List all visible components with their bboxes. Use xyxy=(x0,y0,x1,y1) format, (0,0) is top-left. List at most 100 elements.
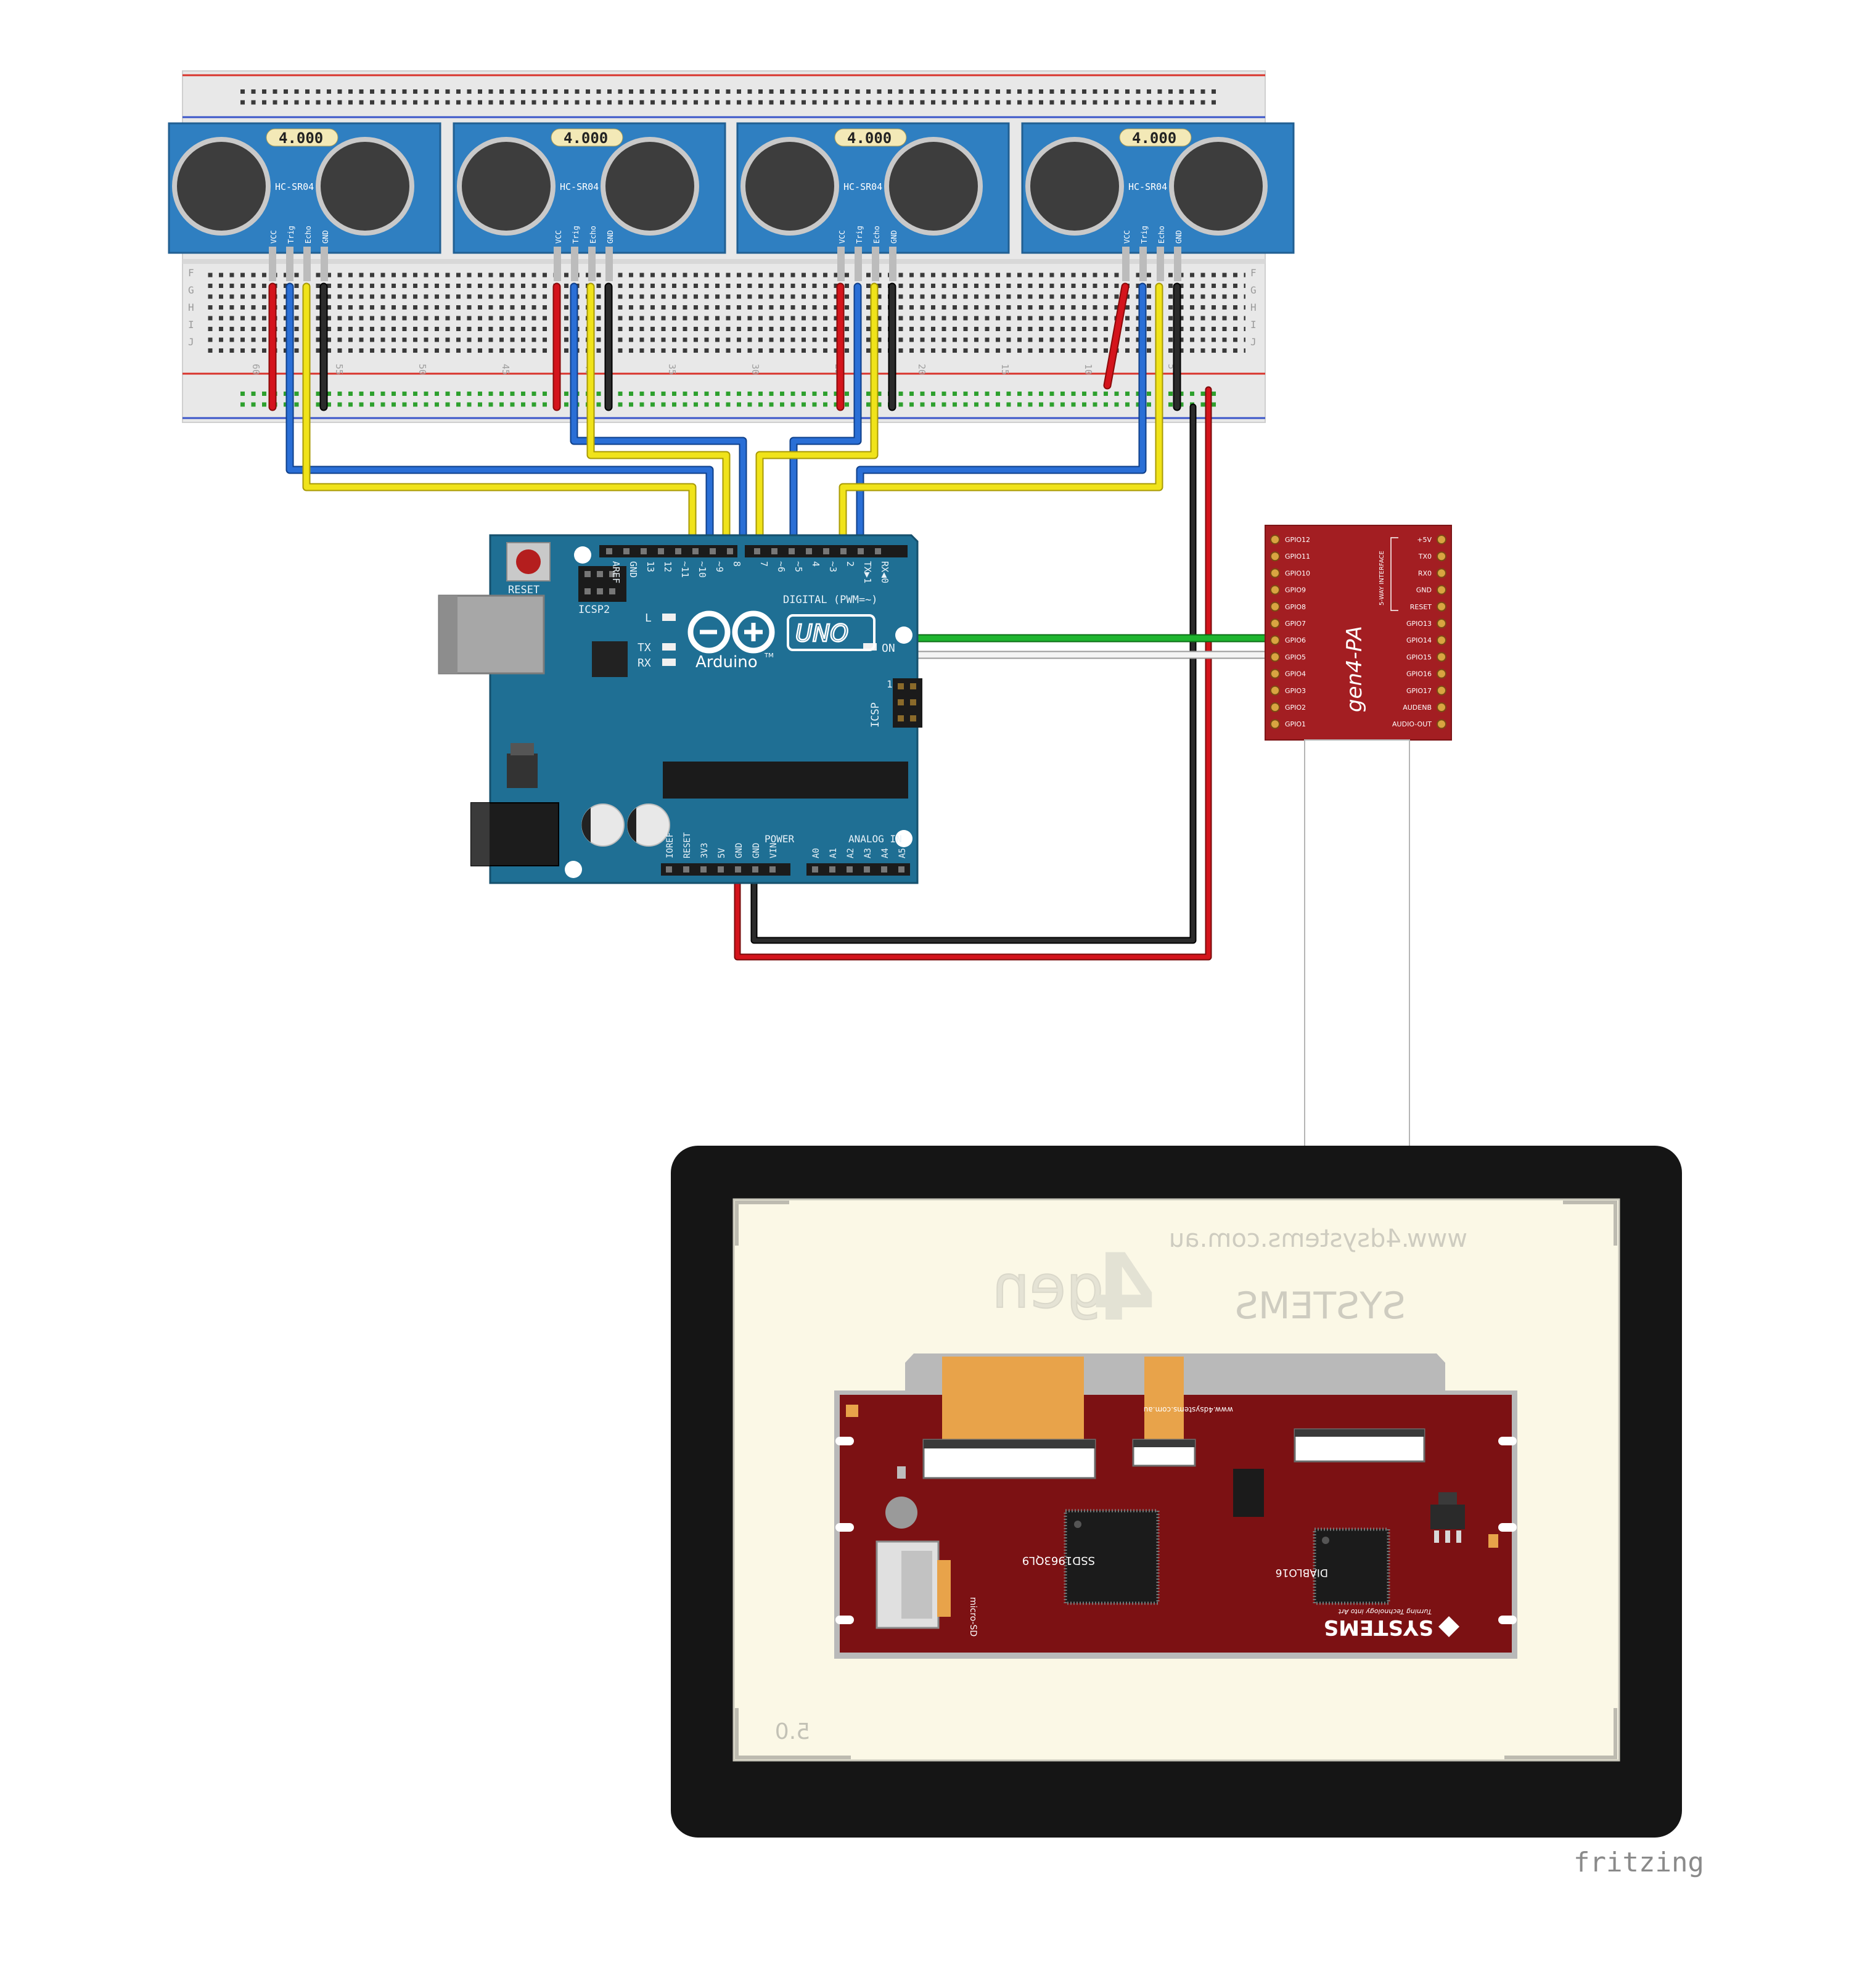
header-pin xyxy=(829,866,835,873)
sensor-pin xyxy=(605,247,613,281)
sensor-pin-label: Trig xyxy=(855,226,864,244)
gen4-pa-pin xyxy=(1437,601,1446,612)
gen4-pa-right-pin-label: GPIO14 xyxy=(1406,636,1432,644)
fritzing-logo: fritzing xyxy=(1573,1847,1704,1878)
dc-jack-face xyxy=(471,803,490,866)
header-pin xyxy=(864,866,870,873)
arduino-brand: Arduino xyxy=(695,653,758,672)
gen4-pa-left-pin-label: GPIO6 xyxy=(1285,636,1306,644)
wire-echo-yellow xyxy=(303,284,1162,552)
sensor-pin-label: GND xyxy=(890,230,898,244)
center-channel xyxy=(183,259,1265,264)
power-pin-label: GND xyxy=(752,843,761,858)
gen4-pa-pin xyxy=(1270,535,1280,544)
sensor-pin xyxy=(855,247,862,281)
digital-pin-label: 8 xyxy=(731,561,742,567)
sensor-pin-label: Echo xyxy=(1157,226,1166,244)
icsp-pin1-label: 1 xyxy=(887,678,893,690)
header-pin xyxy=(875,548,881,554)
sensor-pin-label: VCC xyxy=(269,230,278,244)
gen4-pa-pin xyxy=(1270,668,1280,679)
gen4-pa-right-pin-label: RESET xyxy=(1410,603,1432,611)
sensor-model-label: HC-SR04 xyxy=(275,181,314,192)
interface-bracket xyxy=(1390,537,1398,611)
crystal-label: 4.000 xyxy=(1132,129,1176,147)
analog-pin-label: A2 xyxy=(846,848,856,858)
analog-pin-label: A5 xyxy=(898,848,908,858)
header-pin xyxy=(823,548,829,554)
digital-pin-label: ~6 xyxy=(776,561,787,572)
digital-pin-label: AREF xyxy=(610,561,621,583)
watermark-url: www.4dsystems.com.au xyxy=(1169,1225,1467,1253)
mount-hole xyxy=(895,626,913,644)
gen4-pa-pin xyxy=(1437,551,1446,562)
sensor-pin-label: Echo xyxy=(872,226,881,244)
power-rail-top-holes xyxy=(234,85,1221,110)
gen4-pa-right-pin-label: TX0 xyxy=(1418,552,1432,561)
analog-label: ANALOG IN xyxy=(848,833,902,845)
gen4-pa-pin xyxy=(1437,719,1446,729)
pcb-marker xyxy=(846,1405,858,1417)
crystal xyxy=(1119,128,1192,147)
sensor-pin-label: Trig xyxy=(1140,226,1149,244)
wire-gnd-black xyxy=(321,284,1180,410)
voltage-regulator xyxy=(507,754,538,788)
crystal-label: 4.000 xyxy=(279,129,323,147)
gen4-pa-right-pin-label: GND xyxy=(1416,586,1432,594)
gen4-pa-title: gen4-PA xyxy=(1342,626,1367,712)
column-number: 55 xyxy=(334,364,345,375)
transducer xyxy=(745,142,834,231)
analog-pin-label: A4 xyxy=(880,848,890,858)
digital-pin-label: ~10 xyxy=(697,561,708,578)
header-pin xyxy=(700,866,707,873)
sd-label: micro-SD xyxy=(968,1597,978,1637)
size-label: 5.0 xyxy=(775,1719,810,1744)
column-number: 45 xyxy=(500,364,511,375)
row-letter: G xyxy=(188,284,194,296)
led-tx xyxy=(662,643,676,651)
analog-pin-label: A3 xyxy=(863,848,873,858)
row-letter: F xyxy=(188,267,194,279)
transducer xyxy=(605,142,694,231)
header-pin xyxy=(718,866,724,873)
gen4-pa-left-pin-label: GPIO7 xyxy=(1285,620,1306,628)
reset-button-cap[interactable] xyxy=(516,549,541,574)
gen4-pa-pin xyxy=(1270,551,1280,562)
digital-pin-label: 7 xyxy=(758,561,769,567)
gen4-pa-right-pin-label: GPIO16 xyxy=(1406,670,1432,678)
pcb-brand: SYSTEMS xyxy=(1324,1615,1433,1640)
column-number: 50 xyxy=(417,364,428,375)
gen4-pa-pin xyxy=(1437,535,1446,544)
gen4-pa-pin xyxy=(1270,702,1280,712)
gen4-display: gen 4 www.4dsystems.com.au SYSTEMS 5.0 xyxy=(671,1146,1682,1838)
gen4-pa-pin xyxy=(1437,652,1446,662)
sensor-pin xyxy=(588,247,596,281)
header-pin xyxy=(727,548,733,554)
gen4-pa-right-pin-label: AUDENB xyxy=(1403,704,1432,712)
digital-pin-label: ~3 xyxy=(827,561,839,572)
digital-pin-label: 12 xyxy=(662,561,673,572)
column-number: 35 xyxy=(666,364,678,375)
sensor-pin xyxy=(889,247,896,281)
gen4-pa-left-pin-label: GPIO10 xyxy=(1285,569,1310,577)
digital-label: DIGITAL (PWM=~) xyxy=(783,594,878,606)
power-rail-bottom-holes xyxy=(234,385,1221,410)
pcb-notches xyxy=(835,1437,1517,1624)
header-pin xyxy=(858,548,864,554)
header-pin xyxy=(675,548,681,554)
row-letter: I xyxy=(188,319,194,331)
chip1-label: SSD1963QL9 xyxy=(1022,1554,1095,1567)
sensor-pin xyxy=(269,247,276,281)
led-tx-label: TX xyxy=(638,641,651,654)
usb-chip xyxy=(592,641,628,677)
header-pin xyxy=(735,866,741,873)
sensor-pin-label: VCC xyxy=(838,230,847,244)
power-pin-label: IOREF xyxy=(665,832,675,858)
led-rx-label: RX xyxy=(638,657,651,670)
digital-pin-label: GND xyxy=(628,561,639,578)
header-pin xyxy=(692,548,699,554)
